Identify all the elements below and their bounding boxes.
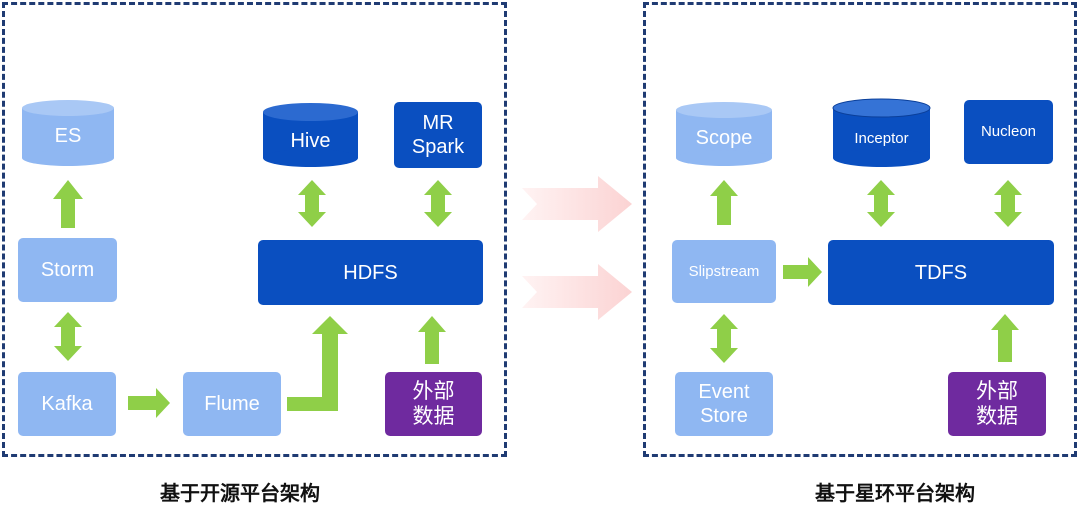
node-slipstream: Slipstream: [672, 240, 776, 303]
arrow-external-to-tdfs: [991, 314, 1019, 362]
arrow-external-to-hdfs: [418, 316, 446, 364]
arrow-kafka-to-flume: [128, 388, 170, 418]
node-storm: Storm: [18, 238, 117, 302]
arrow-slipstream-eventstore: [710, 314, 738, 363]
node-hdfs: HDFS: [258, 240, 483, 305]
transition-arrow-top: [522, 176, 632, 232]
node-kafka: Kafka: [18, 372, 116, 436]
node-event-store: Event Store: [675, 372, 773, 436]
node-tdfs: TDFS: [828, 240, 1054, 305]
arrow-hive-hdfs: [298, 180, 326, 227]
node-external-data-left: 外部 数据: [385, 372, 482, 436]
hive-cylinder: [263, 103, 358, 167]
arrow-mrspark-hdfs: [424, 180, 452, 227]
scope-cylinder: [676, 102, 772, 166]
node-external-data-right: 外部 数据: [948, 372, 1046, 436]
arrow-inceptor-tdfs: [867, 180, 895, 227]
caption-transwarp: 基于星环平台架构: [815, 483, 975, 505]
arrow-storm-kafka: [54, 312, 82, 361]
transition-arrow-bottom: [522, 264, 632, 320]
caption-open-source: 基于开源平台架构: [160, 483, 320, 505]
transwarp-architecture-panel: [643, 2, 1077, 457]
es-cylinder: [22, 100, 114, 166]
arrow-slipstream-to-tdfs: [783, 257, 822, 287]
open-source-architecture-panel: [2, 2, 507, 457]
node-nucleon: Nucleon: [964, 100, 1053, 164]
node-flume: Flume: [183, 372, 281, 436]
node-scope: Scope: [695, 127, 753, 149]
node-inceptor: Inceptor: [854, 130, 909, 147]
inceptor-cylinder: [832, 98, 931, 167]
arrow-storm-to-es: [53, 180, 83, 228]
node-es: ES: [54, 125, 82, 147]
node-hive: Hive: [290, 130, 331, 152]
arrow-slipstream-to-scope: [710, 180, 738, 225]
arrow-flume-to-hdfs: [287, 316, 348, 411]
node-mr-spark: MR Spark: [394, 102, 482, 168]
arrow-nucleon-tdfs: [994, 180, 1022, 227]
